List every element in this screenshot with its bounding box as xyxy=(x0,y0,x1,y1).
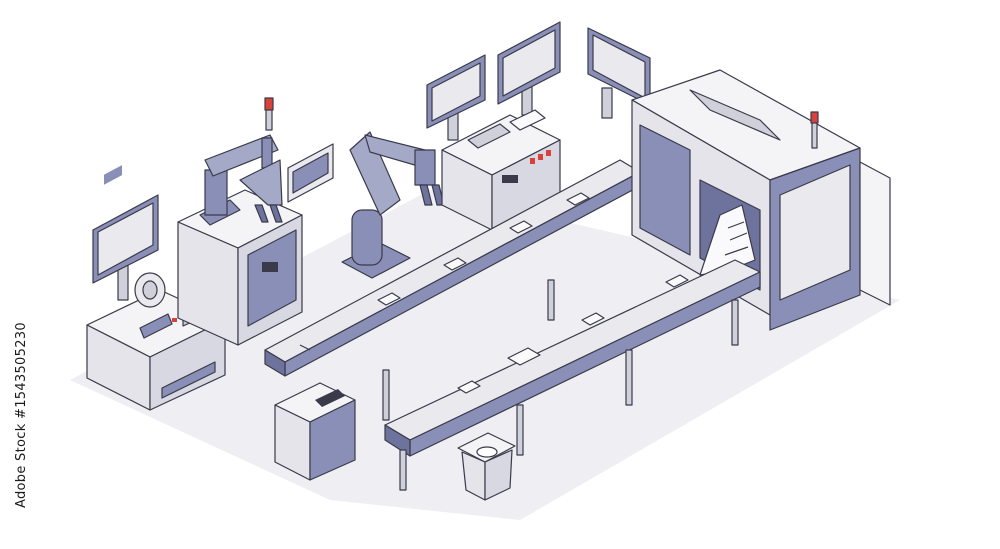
robot-arm-center-icon xyxy=(341,131,445,279)
printed-sheet-icon xyxy=(699,204,756,276)
control-panel-front-icon xyxy=(274,382,356,481)
cabinet-left-icon xyxy=(177,189,303,346)
watermark-brand: Adobe Stock xyxy=(14,423,29,508)
monitors-back-icon xyxy=(426,21,651,141)
monitor-left-icon xyxy=(92,165,159,301)
stock-watermark: Adobe Stock #1543505230 xyxy=(14,300,34,530)
robot-arm-left-icon xyxy=(199,97,283,226)
conveyor-front-icon xyxy=(384,259,761,491)
control-station-back-icon xyxy=(441,109,561,231)
watermark-number: #1543505230 xyxy=(14,322,29,420)
output-bin-icon xyxy=(457,432,516,501)
screen-small-icon xyxy=(287,143,334,203)
